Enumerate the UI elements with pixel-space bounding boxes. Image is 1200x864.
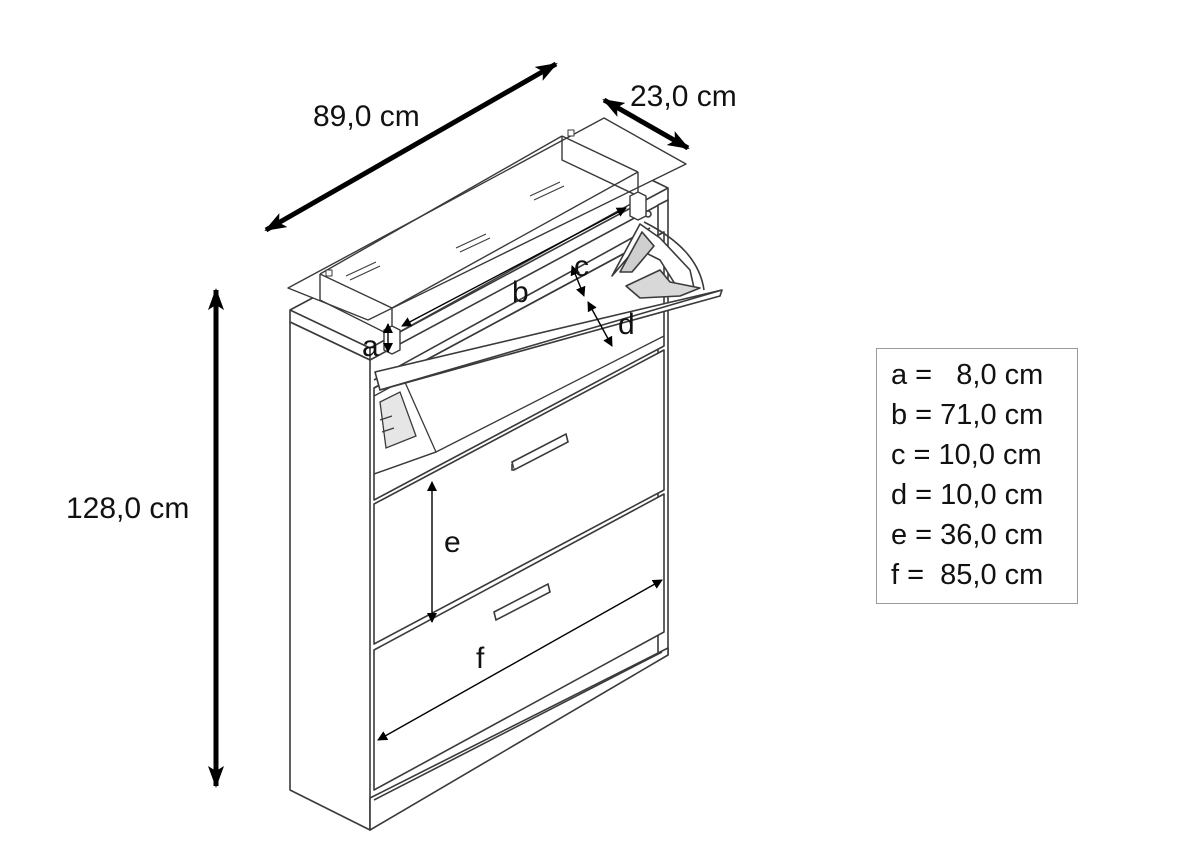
dim-c-arrow: [570, 265, 586, 297]
legend-row-a: a = 8,0 cm: [891, 359, 1044, 391]
label-b: b: [512, 276, 529, 309]
dim-d-arrow: [587, 301, 613, 347]
dim-b-arrow: [401, 207, 627, 327]
label-e: e: [444, 526, 461, 559]
internal-dimension-arrows: [377, 207, 663, 741]
opened-top-flap: [374, 210, 723, 391]
legend-row-e: e = 36,0 cm: [891, 519, 1044, 551]
dim-f-arrow: [377, 579, 663, 741]
depth-arrow: [602, 97, 690, 151]
label-a: a: [362, 330, 379, 363]
legend-row-c: c = 10,0 cm: [891, 439, 1042, 471]
height-label: 128,0 cm: [66, 492, 189, 525]
legend-row-b: b = 71,0 cm: [891, 399, 1044, 431]
overall-dimension-arrows: [208, 61, 690, 788]
dimension-legend: a = 8,0 cm b = 71,0 cm c = 10,0 cm d = 1…: [876, 348, 1078, 604]
width-label: 89,0 cm: [313, 100, 420, 133]
depth-label: 23,0 cm: [630, 80, 737, 113]
legend-row-f: f = 85,0 cm: [891, 559, 1044, 591]
legend-row-d: d = 10,0 cm: [891, 479, 1044, 511]
label-f: f: [476, 642, 485, 675]
label-d: d: [618, 308, 635, 341]
width-arrow: [264, 61, 558, 233]
label-c: c: [574, 250, 589, 283]
